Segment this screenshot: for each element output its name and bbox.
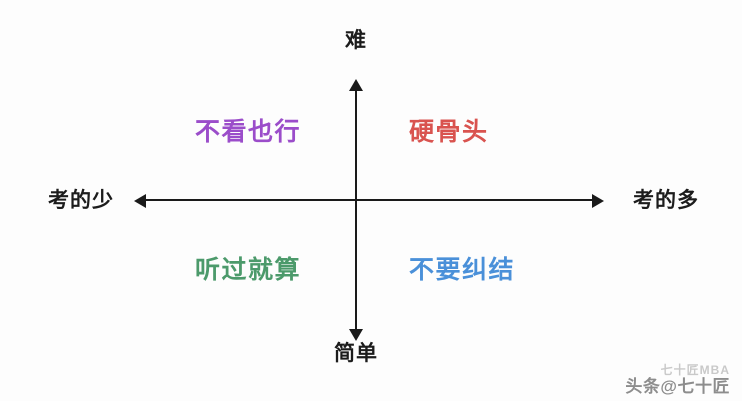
quadrant-label-top-right: 硬骨头 bbox=[409, 118, 489, 146]
watermark-bottom-line: 头条@七十匠 bbox=[625, 377, 730, 397]
horizontal-axis-line bbox=[145, 199, 592, 201]
watermark: 七十匠MBA 头条@七十匠 bbox=[625, 362, 730, 397]
quadrant-label-bottom-right: 不要纠结 bbox=[409, 256, 516, 284]
axis-label-right: 考的多 bbox=[633, 189, 699, 212]
quadrant-label-top-left: 不看也行 bbox=[195, 118, 302, 146]
axis-arrow-right-icon bbox=[592, 193, 604, 208]
watermark-top-line: 七十匠MBA bbox=[660, 362, 730, 377]
axis-label-bottom: 简单 bbox=[334, 342, 378, 365]
quadrant-label-bottom-left: 听过就算 bbox=[195, 256, 302, 284]
axis-arrow-left-icon bbox=[134, 193, 146, 208]
axis-label-left: 考的少 bbox=[48, 189, 114, 212]
vertical-axis-line bbox=[355, 88, 357, 331]
axis-arrow-up-icon bbox=[349, 79, 363, 91]
axis-arrow-down-icon bbox=[349, 329, 363, 341]
axis-label-top: 难 bbox=[345, 29, 367, 52]
